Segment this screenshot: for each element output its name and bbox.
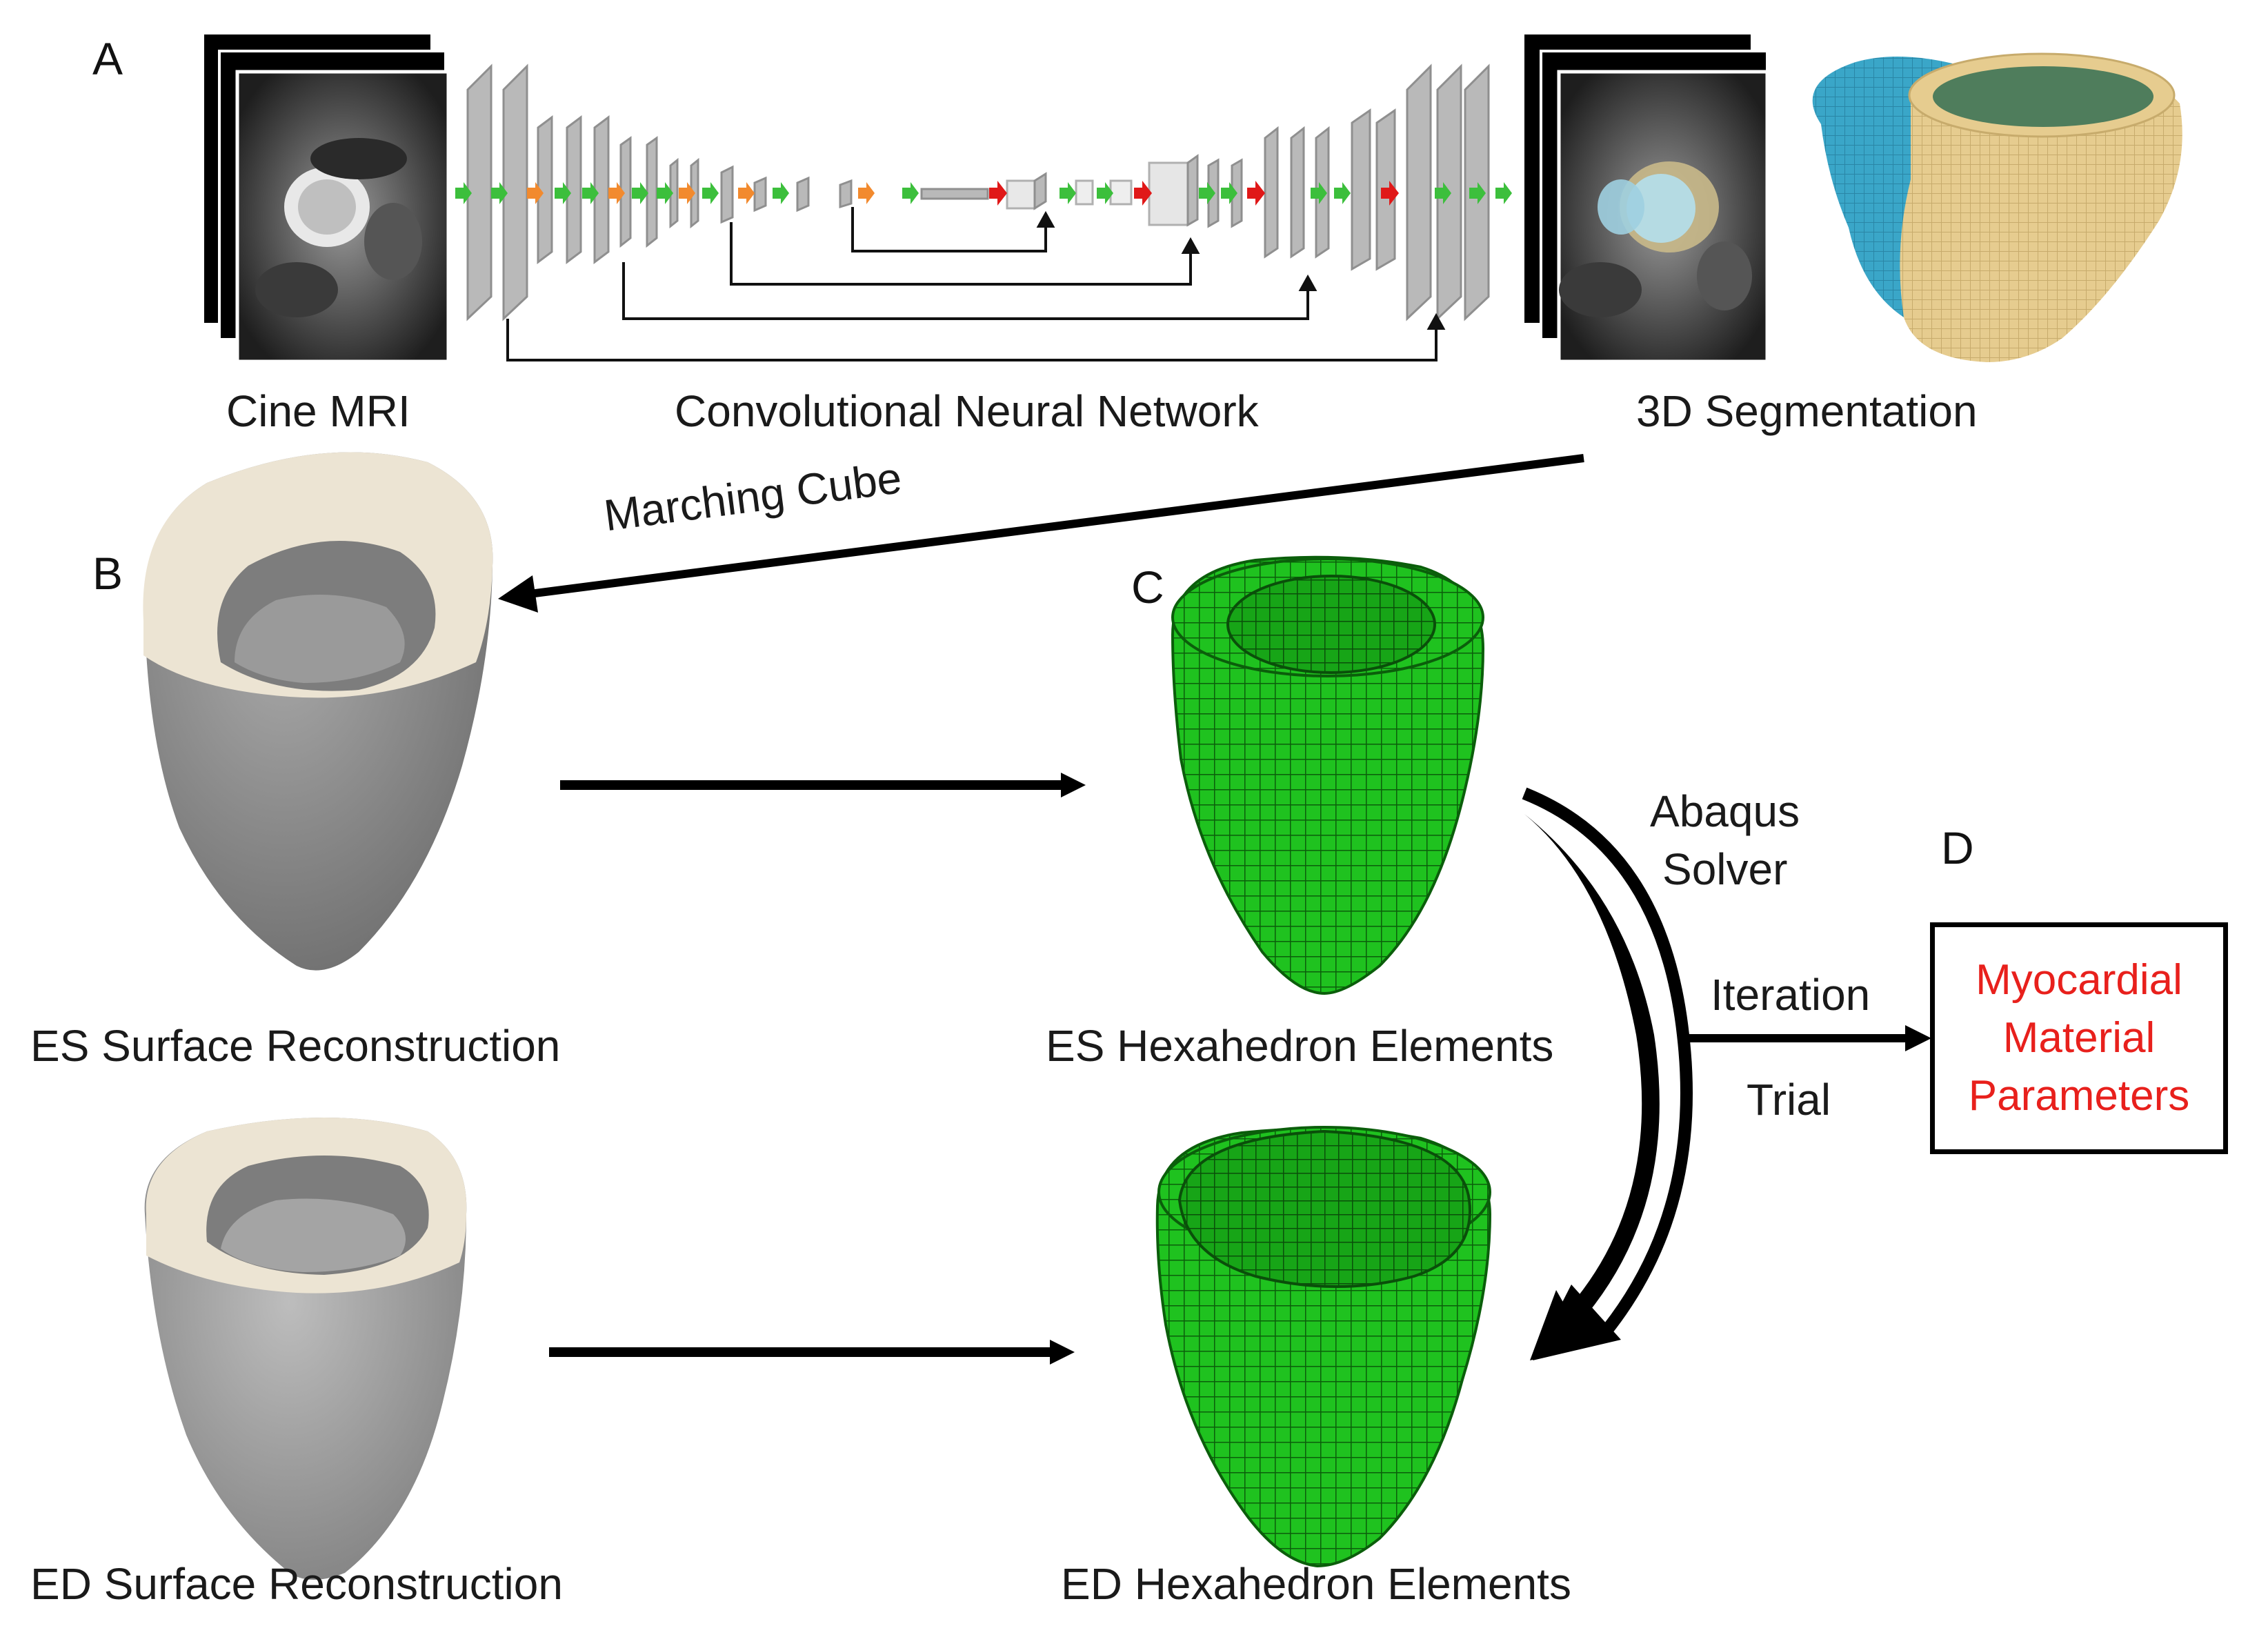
panel-label-b: B	[92, 548, 123, 599]
cnn-label: Convolutional Neural Network	[675, 386, 1259, 436]
iteration-label: Iteration	[1711, 970, 1871, 1020]
cine-mri-stack	[204, 34, 450, 364]
pool-arrow	[738, 182, 755, 204]
result-line-3: Parameters	[1968, 1072, 2190, 1120]
conv-arrow	[773, 182, 789, 204]
panel-label-a: A	[92, 33, 123, 84]
es-hexahedron-mesh	[1171, 555, 1485, 995]
segmented-mri-stack	[1524, 34, 1769, 364]
segmentation-label: 3D Segmentation	[1636, 386, 1978, 436]
iteration-arrow	[1684, 1025, 1931, 1051]
cnn-network	[455, 63, 1512, 361]
pool-arrow	[679, 182, 695, 204]
conv-arrow	[702, 182, 719, 204]
conv-arrow	[1495, 182, 1512, 204]
conv-arrow	[455, 182, 472, 204]
pool-arrow	[608, 182, 625, 204]
segmentation-3d-model	[1812, 52, 2182, 362]
conv-arrow	[1097, 182, 1113, 204]
ed-surface-label: ED Surface Reconstruction	[30, 1559, 563, 1609]
conv-arrow	[1060, 182, 1076, 204]
ed-surface-model	[144, 1118, 467, 1580]
upsample-arrow	[1247, 181, 1265, 206]
ed-transfer-arrow	[549, 1340, 1075, 1365]
conv-arrow	[902, 182, 919, 204]
cine-mri-label: Cine MRI	[226, 386, 410, 436]
es-surface-label: ES Surface Reconstruction	[30, 1021, 561, 1071]
conv-arrow	[555, 182, 571, 204]
result-line-1: Myocardial	[1976, 956, 2182, 1004]
conv-arrow	[1435, 182, 1451, 204]
pool-arrow	[527, 182, 544, 204]
es-surface-model	[143, 452, 493, 971]
cnn-layers	[466, 63, 1490, 321]
result-text: Myocardial Material Parameters	[1969, 951, 2189, 1125]
cnn-flow-arrows	[455, 181, 1512, 206]
upsample-arrow	[1134, 181, 1152, 206]
result-line-2: Material	[2002, 1014, 2156, 1062]
ed-hexahedron-mesh	[1155, 1126, 1492, 1568]
trial-label: Trial	[1747, 1075, 1831, 1124]
conv-arrow	[1311, 182, 1327, 204]
skip-connections	[506, 207, 1446, 361]
conv-arrow	[491, 182, 508, 204]
conv-arrow	[1334, 182, 1351, 204]
upsample-arrow	[1381, 181, 1399, 206]
result-box: Myocardial Material Parameters	[1930, 922, 2228, 1154]
abaqus-label-line2: Solver	[1662, 844, 1788, 894]
upsample-arrow	[989, 181, 1007, 206]
pool-arrow	[858, 182, 875, 204]
marching-cube-arrow	[498, 454, 1584, 613]
conv-arrow	[1221, 182, 1237, 204]
conv-arrow	[582, 182, 599, 204]
conv-arrow	[632, 182, 648, 204]
conv-arrow	[1469, 182, 1486, 204]
conv-arrow	[1199, 182, 1215, 204]
abaqus-label-line1: Abaqus	[1650, 786, 1800, 836]
ed-hexahedron-label: ED Hexahedron Elements	[1061, 1559, 1571, 1609]
conv-arrow	[657, 182, 673, 204]
es-transfer-arrow	[560, 773, 1086, 797]
abaqus-solver-arrow	[1522, 787, 1693, 1360]
panel-label-c: C	[1131, 562, 1164, 613]
panel-label-d: D	[1941, 822, 1974, 873]
es-hexahedron-label: ES Hexahedron Elements	[1046, 1021, 1554, 1071]
